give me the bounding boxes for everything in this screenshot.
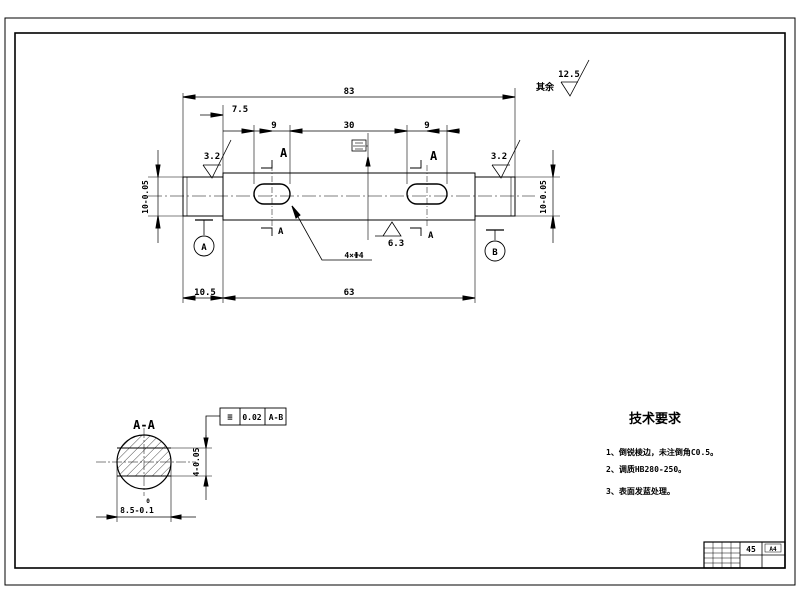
roughness-middle-icon [375, 221, 402, 237]
section-width-dim: 4-0.05 [192, 447, 201, 476]
inner-frame [14, 32, 786, 569]
section-mark-bottom-right: A [428, 231, 434, 241]
dim-left-journal: 10.5 [194, 288, 216, 298]
requirements-title: 技术要求 [629, 411, 682, 427]
requirement-item: 2、调质HB280-250。 [606, 464, 686, 474]
title-block-code: A4 [769, 546, 777, 553]
symmetry-marker [351, 139, 367, 152]
dim-overall-length: 83 [344, 87, 355, 97]
requirement-item: 3、表面发蓝处理。 [606, 486, 675, 496]
dim-end-dia-left: 10-0.05 [141, 180, 150, 214]
section-title: A-A [133, 418, 155, 432]
roughness-left-icon [202, 139, 232, 179]
section-mark-top-left: A [280, 146, 288, 160]
shaft-body [222, 172, 476, 221]
section-view [96, 407, 287, 522]
roughness-rest-label: 其余 [536, 81, 555, 93]
section-mark-bottom-left: A [278, 227, 284, 237]
roughness-rest-icon [560, 59, 590, 97]
tolerance-value: 0.02 [242, 413, 261, 422]
datum-a-label: A [201, 243, 207, 253]
roughness-left-value: 3.2 [204, 152, 220, 162]
tolerance-symbol-icon: ≡ [227, 413, 233, 423]
dim-key-span: 30 [344, 121, 355, 131]
title-block [703, 541, 786, 569]
datum-b-label: B [492, 248, 498, 258]
section-dia-upper: 0 [146, 498, 150, 505]
dim-body-length: 63 [344, 288, 355, 298]
roughness-right-value: 3.2 [491, 152, 507, 162]
tolerance-datum: A-B [269, 413, 284, 422]
requirement-item: 1、倒锐棱边，未注倒角C0.5。 [606, 447, 718, 457]
right-journal [474, 176, 516, 217]
datum-a-circle [193, 235, 215, 257]
roughness-rest-value: 12.5 [558, 70, 580, 80]
title-block-material: 45 [746, 545, 756, 554]
dim-left-offset: 7.5 [232, 105, 248, 115]
datum-b-circle [484, 240, 506, 262]
dim-end-dia-right: 10-0.05 [539, 180, 548, 214]
dim-key-width-right: 9 [424, 121, 429, 131]
tolerance-frame [219, 407, 287, 426]
section-mark-top-right: A [430, 149, 438, 163]
outer-frame [4, 17, 796, 586]
slot-note: 4×Φ4 [344, 251, 363, 260]
section-dia-dim: 8.5-0.1 [120, 506, 154, 515]
roughness-right-icon [491, 139, 521, 179]
left-journal [182, 176, 224, 217]
dim-key-width-left: 9 [271, 121, 276, 131]
shaft-main-view [148, 59, 590, 303]
roughness-middle-value: 6.3 [388, 239, 404, 249]
